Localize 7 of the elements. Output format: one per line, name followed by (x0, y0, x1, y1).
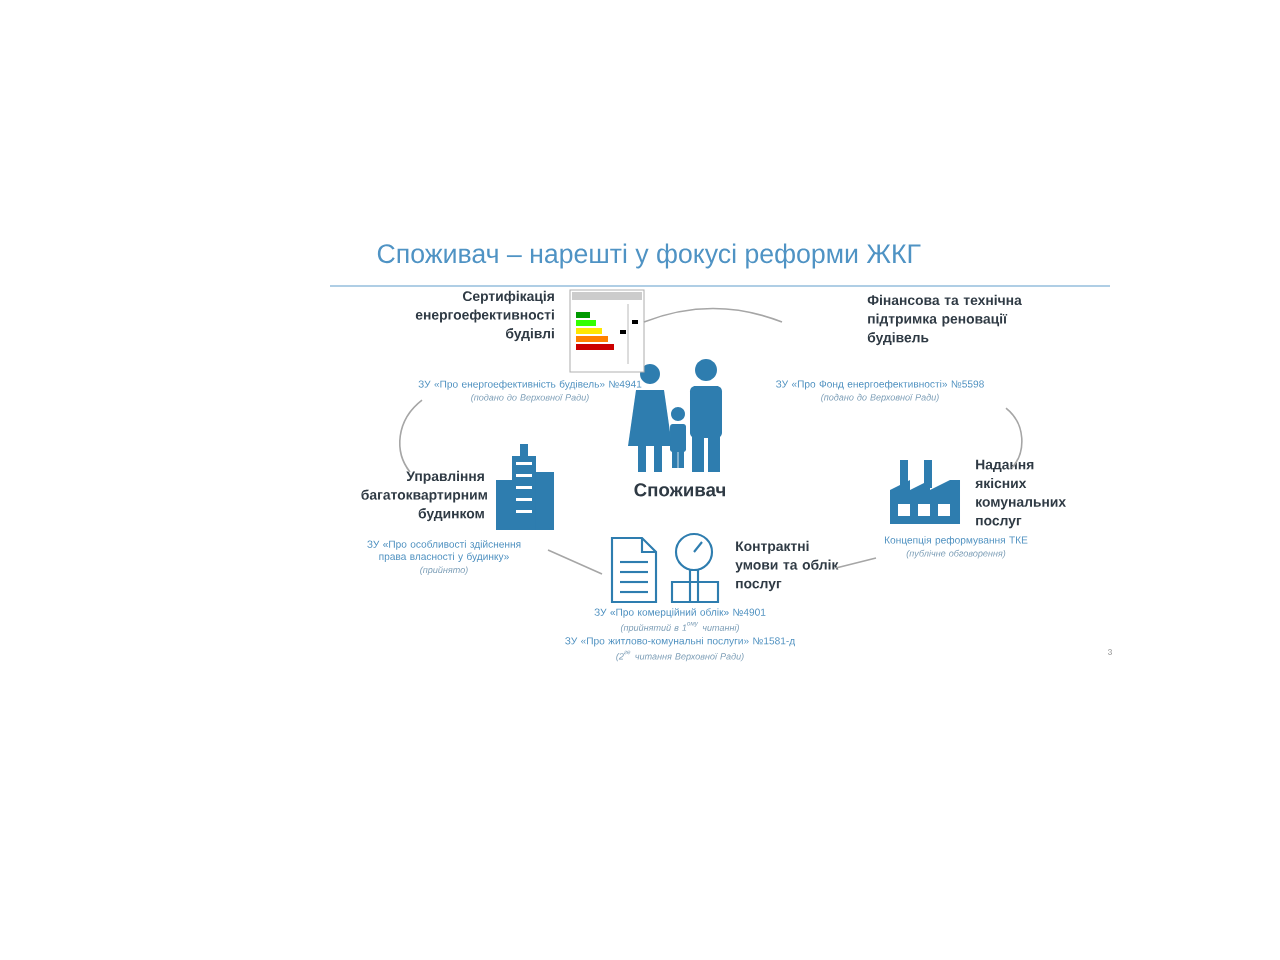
connector-line (399, 399, 423, 473)
connector-line (547, 549, 603, 575)
connector-line (643, 307, 783, 323)
title: Споживач – нарешті у фокусі реформи ЖКГ (377, 243, 921, 269)
connector-line (835, 557, 877, 569)
consumer-label: Споживач (634, 483, 725, 497)
connector-line (1005, 407, 1023, 469)
